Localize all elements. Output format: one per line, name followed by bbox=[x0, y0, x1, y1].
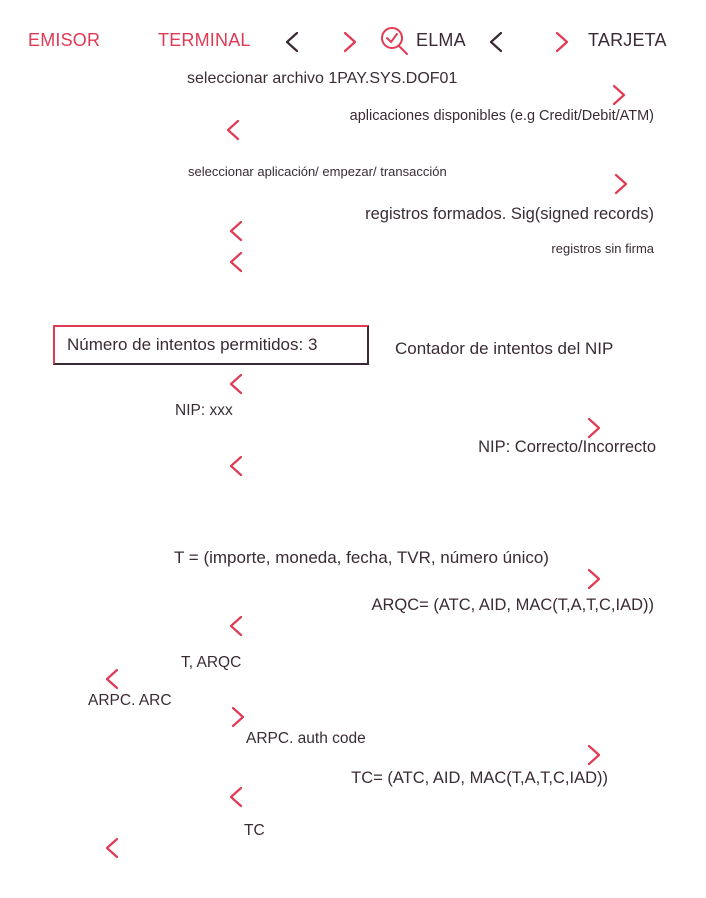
arrow-left-nip-result bbox=[229, 455, 658, 477]
arrow-left-4 bbox=[229, 220, 658, 242]
arrow-right-nip bbox=[172, 417, 601, 439]
arrow-right-arpc-arc bbox=[84, 706, 245, 728]
header-arrow-elma-tarjeta bbox=[489, 31, 569, 53]
message-label: T = (importe, moneda, fecha, TVR, número… bbox=[174, 548, 549, 567]
attempts-allowed-box: Número de intentos permitidos: 3 bbox=[53, 325, 369, 365]
participant-tarjeta: TARJETA bbox=[588, 30, 667, 50]
header-arrow-terminal-elma bbox=[285, 31, 357, 53]
message-label: registros formados. Sig(signed records) bbox=[365, 205, 654, 223]
arrow-left-tc bbox=[105, 837, 270, 859]
message-label: TC bbox=[244, 822, 265, 839]
arrow-left-2 bbox=[226, 119, 658, 141]
arrow-left-t-arqc bbox=[105, 668, 270, 690]
message-label: aplicaciones disponibles (e.g Credit/Deb… bbox=[349, 108, 654, 124]
message-label: registros sin firma bbox=[551, 241, 654, 256]
message-label: NIP: Correcto/Incorrecto bbox=[478, 438, 656, 456]
arrow-right-arpc-auth bbox=[172, 744, 601, 766]
message-label: T, ARQC bbox=[181, 654, 242, 671]
arrow-right-1 bbox=[185, 84, 626, 106]
participant-emisor: EMISOR bbox=[28, 30, 101, 50]
arrow-right-3 bbox=[186, 173, 628, 195]
arrow-left-tc-formula bbox=[229, 786, 658, 808]
participant-elma: ELMA bbox=[416, 30, 466, 50]
message-label: TC= (ATC, AID, MAC(T,A,T,C,IAD)) bbox=[351, 769, 608, 787]
message-label: ARPC. auth code bbox=[246, 730, 366, 747]
search-check-icon bbox=[381, 27, 408, 55]
arrow-left-5 bbox=[229, 251, 658, 273]
arrow-right-t bbox=[172, 568, 601, 590]
arrow-left-counter bbox=[229, 373, 658, 395]
message-label: ARPC. ARC bbox=[88, 692, 172, 709]
pin-counter-label: Contador de intentos del NIP bbox=[395, 339, 614, 358]
message-label: seleccionar aplicación/ empezar/ transac… bbox=[188, 164, 447, 179]
message-label: seleccionar archivo 1PAY.SYS.DOF01 bbox=[187, 70, 458, 87]
message-label: ARQC= (ATC, AID, MAC(T,A,T,C,IAD)) bbox=[371, 596, 654, 614]
message-label: NIP: xxx bbox=[175, 402, 233, 419]
arrow-left-arqc bbox=[229, 615, 658, 637]
participant-terminal: TERMINAL bbox=[158, 30, 251, 50]
